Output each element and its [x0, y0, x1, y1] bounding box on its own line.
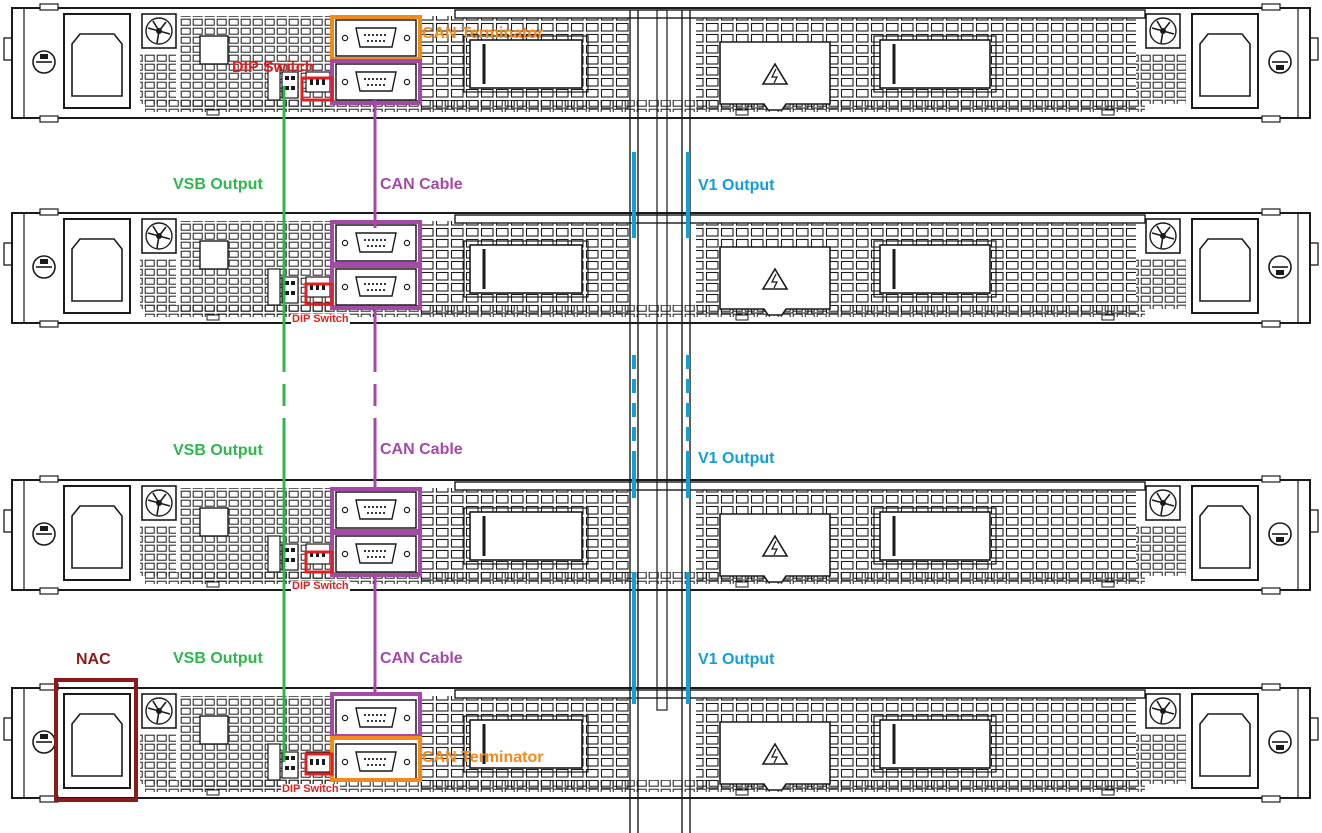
dip-switch-label-1: DIP Switch — [232, 59, 315, 76]
psu-unit-4 — [2, 682, 1320, 804]
vsb-output-label-3: VSB Output — [173, 650, 263, 667]
can-cable-label-3: CAN Cable — [380, 650, 463, 667]
psu-unit-1 — [2, 2, 1320, 124]
v1-output-label-2: V1 Output — [698, 450, 775, 467]
dip-switch-box — [304, 752, 334, 776]
can-terminator-label-bottom: CAN Terminator — [422, 749, 544, 766]
nac-box — [54, 678, 138, 802]
dip-switch-box — [304, 282, 334, 306]
dip-switch-label-3: DIP Switch — [291, 580, 350, 592]
psu-unit-3 — [2, 474, 1320, 596]
highlight-boxes — [54, 15, 422, 802]
dip-switch-box — [300, 76, 334, 102]
psu-unit-2 — [2, 207, 1320, 329]
dip-switch-box — [304, 550, 334, 574]
can-cable-label-2: CAN Cable — [380, 441, 463, 458]
nac-label: NAC — [76, 651, 111, 668]
vsb-output-label-2: VSB Output — [173, 442, 263, 459]
dip-switch-label-4: DIP Switch — [281, 783, 340, 795]
v1-output-lines — [632, 152, 690, 704]
vsb-output-label-1: VSB Output — [173, 176, 263, 193]
can-cable-label-1: CAN Cable — [380, 176, 463, 193]
dip-switch-label-2: DIP Switch — [291, 313, 350, 325]
can-terminator-label-top: CAN Terminator — [422, 25, 544, 42]
v1-output-label-3: V1 Output — [698, 651, 775, 668]
v1-output-label-1: V1 Output — [698, 177, 775, 194]
